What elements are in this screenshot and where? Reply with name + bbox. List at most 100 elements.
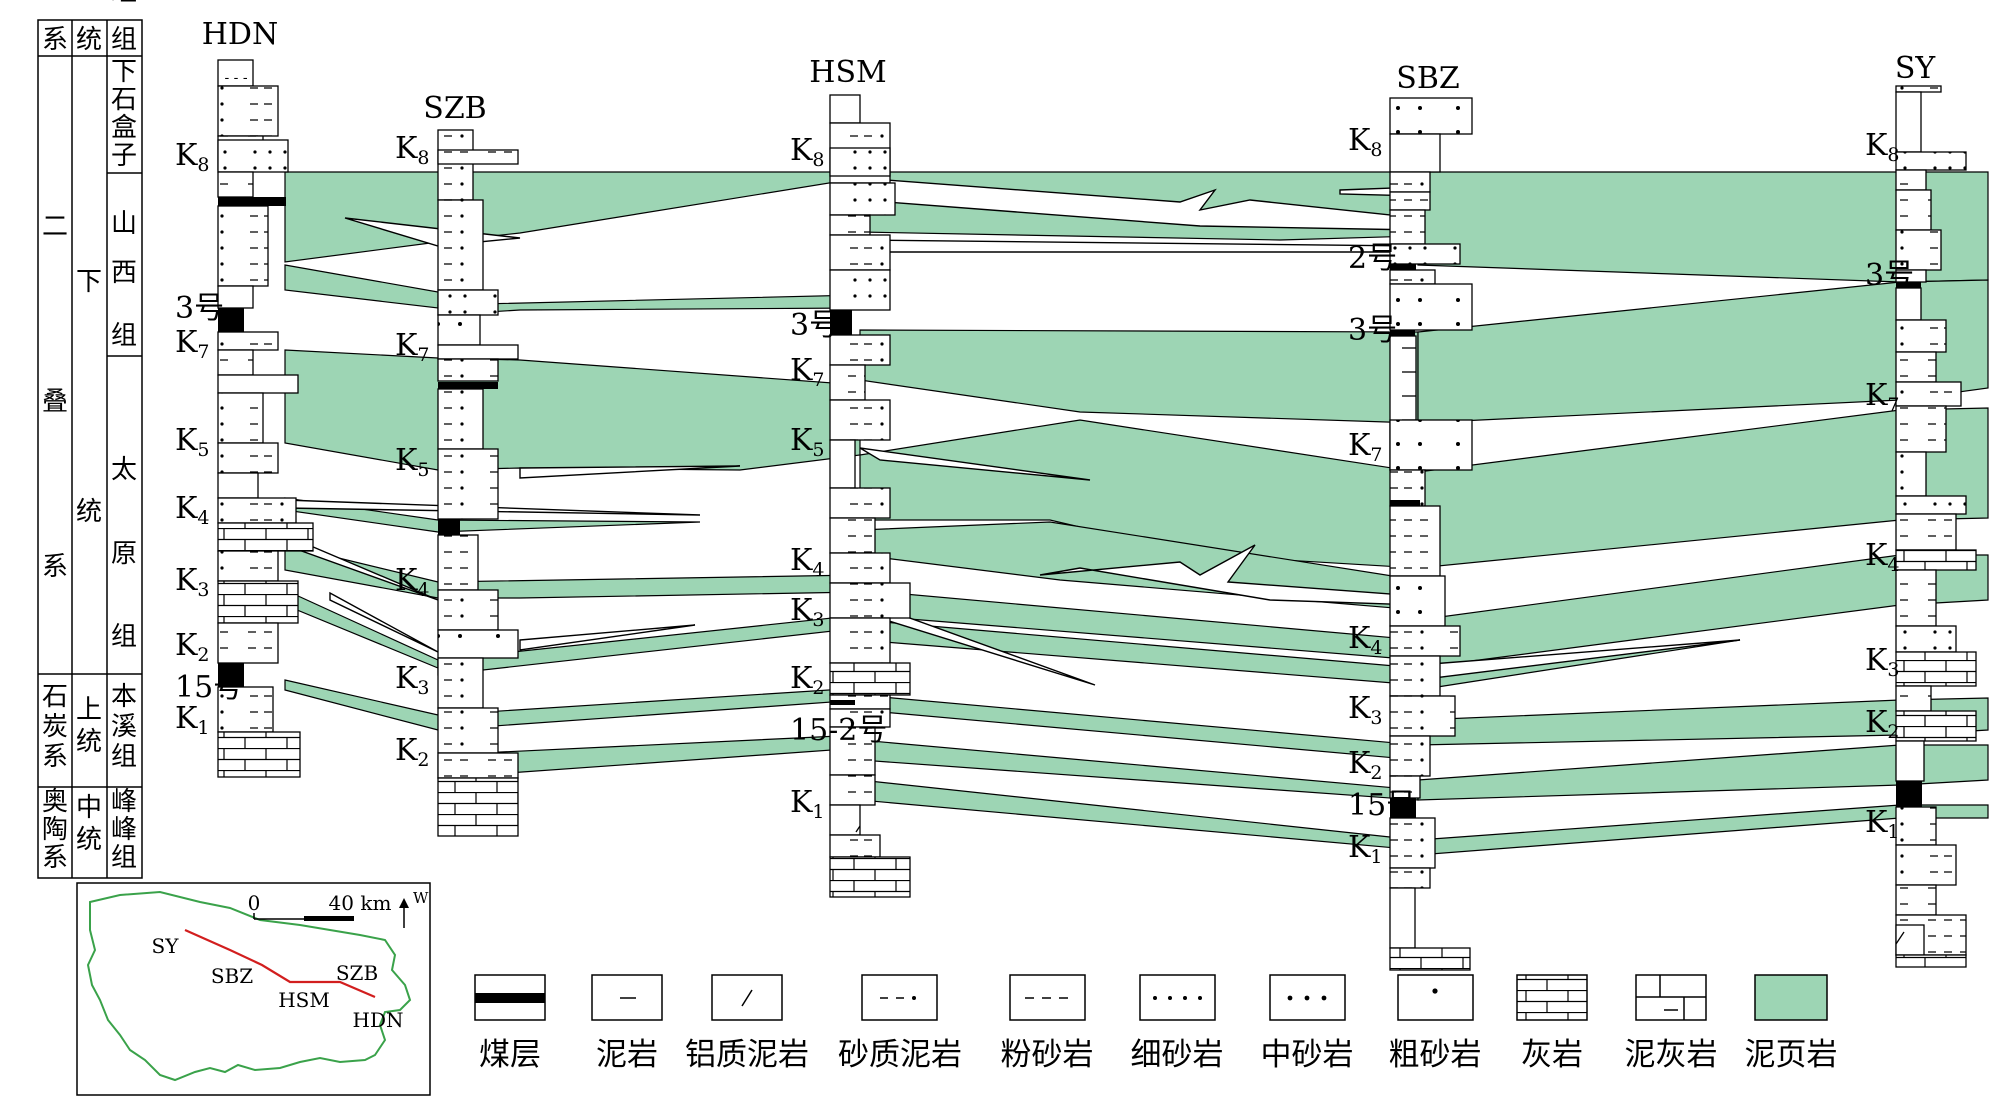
marker-label-hsm-2: K7 [790, 353, 825, 391]
table-char: 叠 [42, 387, 68, 417]
marker-label-sy-4: K3 [1865, 643, 1900, 681]
table-char: 峰 [111, 787, 137, 817]
series-lower: 下统 [76, 267, 102, 527]
table-char: 组 [111, 321, 137, 351]
table-char: 石 [42, 682, 68, 712]
table-char: 组 [111, 0, 137, 7]
svg-text:铝质泥岩: 铝质泥岩 [685, 1037, 809, 1073]
legend-item-mudstone: 泥岩 [591, 974, 663, 1073]
scale-start: 0 [248, 891, 261, 915]
marker-label-hdn-2: K7 [175, 325, 210, 363]
shale-body-hdn-szb-upper [284, 264, 439, 309]
pinchout-wedges [284, 177, 1741, 686]
marker-label-hdn-0: K8 [175, 138, 210, 176]
svg-text:粉砂岩: 粉砂岩 [1001, 1037, 1094, 1073]
legend-item-bauxitic: 铝质泥岩 [685, 974, 809, 1073]
shale-body-k4-left [284, 544, 861, 599]
table-char: 奥 [42, 787, 68, 817]
scale-end: 40 km [329, 891, 392, 915]
legend-item-sandy-mud: 砂质泥岩 [838, 974, 962, 1073]
legend-item-limestone: 灰岩 [1516, 974, 1588, 1073]
table-char: 系 [42, 742, 68, 772]
table-char: 系 [42, 552, 68, 582]
wedge-szb-k5 [519, 465, 741, 479]
marker-label-hdn-6: K2 [175, 628, 210, 666]
marker-label-hdn-7: 15号 [175, 670, 243, 705]
svg-text:粗砂岩: 粗砂岩 [1389, 1037, 1482, 1073]
shale-body-k2-left [284, 679, 861, 731]
well-name-hsm: HSM [809, 55, 886, 90]
table-char: 盒 [111, 113, 137, 143]
table-char: 统 [76, 727, 102, 757]
table-char: 陶 [42, 815, 68, 845]
shale-body-k3-left [284, 589, 439, 669]
marker-label-szb-2: K5 [395, 443, 430, 481]
svg-text:泥岩: 泥岩 [596, 1037, 658, 1073]
marker-label-hdn-4: K4 [175, 491, 210, 529]
table-char: 组 [111, 622, 137, 652]
wedge-sbz-k4 [1039, 544, 1419, 606]
formation-xiashihezi: 下石盒子组 [111, 0, 137, 171]
svg-text:泥灰岩: 泥灰岩 [1625, 1037, 1718, 1073]
table-char: 组 [111, 742, 137, 772]
table-char: 中 [76, 793, 102, 823]
marker-label-sbz-1: 2号 [1348, 241, 1397, 276]
table-char: 溪 [111, 712, 137, 742]
table-char: 本 [111, 682, 137, 712]
legend-item-medium-sand: 中砂岩 [1261, 974, 1354, 1073]
north-arrow-icon [399, 898, 409, 928]
formation-benxi: 本溪组 [111, 682, 137, 772]
table-char: 二 [42, 212, 68, 242]
series-upper: 上统 [76, 695, 102, 757]
marker-label-sbz-3: K7 [1348, 428, 1383, 466]
wedge-hsm-k5 [859, 447, 1091, 481]
well-column-hsm [829, 94, 911, 898]
map-label-szb: SZB [336, 961, 378, 985]
wedge-hsm-sbz-top [859, 177, 1419, 231]
table-char: 上 [76, 695, 102, 725]
well-column-sbz [1389, 97, 1473, 971]
map-label-sy: SY [152, 934, 180, 958]
map-label-hdn: HDN [353, 1008, 404, 1032]
marker-label-hsm-7: 15-2号 [790, 713, 887, 748]
system-carboniferous: 石炭系 [42, 682, 68, 772]
marker-label-szb-3: K4 [395, 563, 430, 601]
header-formation: 组 [111, 25, 137, 55]
well-name-sy: SY [1895, 51, 1937, 86]
formation-taiyuan: 太原组 [111, 455, 137, 652]
stratigraphic-table: 系 统 组 二叠系 石炭系 奥陶系 下统 上统 中统 下石盒子组 山西组 太原组… [37, 0, 143, 879]
wedge-szb-k3 [519, 624, 696, 651]
shale-body-k8-left [284, 171, 861, 263]
svg-text:泥页岩: 泥页岩 [1745, 1037, 1838, 1073]
shale-correlation-bodies [284, 171, 1989, 856]
svg-text:- - -: - - - [224, 70, 247, 86]
marker-label-hdn-3: K5 [175, 423, 210, 461]
legend-item-marl: 泥灰岩 [1625, 974, 1718, 1073]
shale-body-k7-mid [859, 419, 1419, 569]
table-char: 炭 [42, 712, 68, 742]
marker-label-sbz-8: K1 [1348, 830, 1383, 868]
marker-label-hsm-6: K2 [790, 661, 825, 699]
table-char: 下 [111, 57, 137, 87]
marker-label-sbz-4: K4 [1348, 621, 1383, 659]
marker-label-hdn-5: K3 [175, 563, 210, 601]
wedge-sbz-2 [859, 239, 1419, 253]
table-char: 山 [111, 209, 137, 239]
table-char: 子 [111, 141, 137, 171]
svg-text:细砂岩: 细砂岩 [1131, 1037, 1224, 1073]
marker-label-szb-4: K3 [395, 661, 430, 699]
marker-label-sbz-7: 15号 [1348, 788, 1416, 823]
well-column-szb [437, 129, 519, 837]
map-label-sbz: SBZ [211, 964, 253, 988]
legend-item-shale: 泥页岩 [1745, 974, 1838, 1073]
system-permian: 二叠系 [42, 212, 68, 582]
map-outline [86, 890, 412, 1082]
marker-label-hdn-8: K1 [175, 701, 210, 739]
table-char: 原 [111, 539, 137, 569]
wedge-hdn-k2 [329, 591, 439, 653]
table-char: 统 [76, 825, 102, 855]
legend-item-coarse-sand: 粗砂岩 [1389, 974, 1482, 1073]
marker-label-hsm-4: K4 [790, 543, 825, 581]
marker-label-sbz-0: K8 [1348, 123, 1383, 161]
